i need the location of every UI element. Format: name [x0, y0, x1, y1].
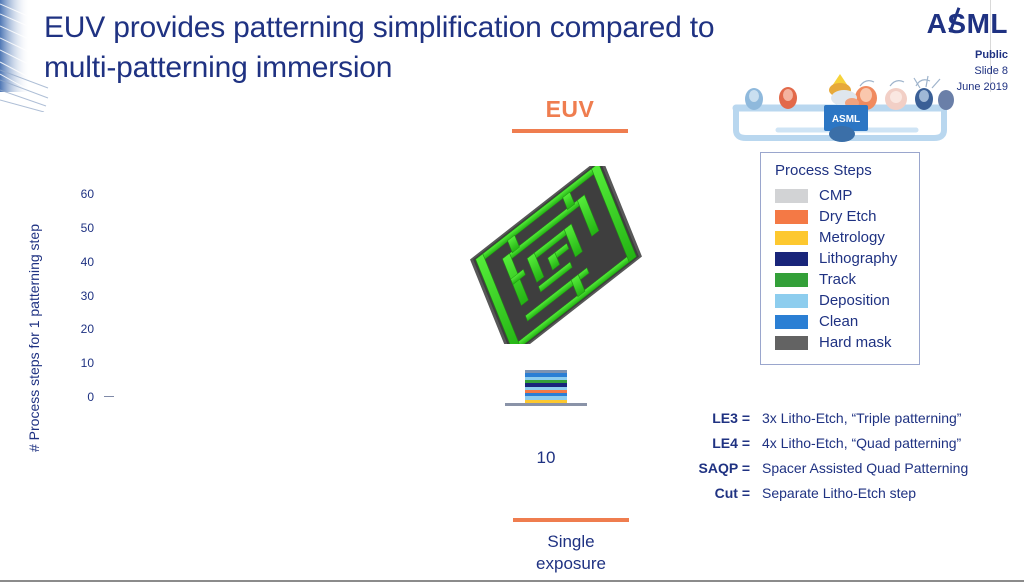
legend-swatch-icon — [775, 209, 808, 224]
category-underline — [513, 518, 629, 522]
legend-item-label: Deposition — [819, 292, 890, 309]
abbreviation-row: LE4 = 4x Litho-Etch, “Quad patterning” — [672, 435, 1020, 451]
bar-baseline — [505, 403, 587, 406]
bar-segment — [525, 389, 567, 394]
legend-item: Metrology — [775, 228, 909, 247]
y-axis-title: # Process steps for 1 patterning step — [26, 224, 42, 453]
column-heading-euv: EUV — [505, 96, 635, 133]
y-axis-tick-label: 20 — [80, 322, 94, 337]
legend-item-label: CMP — [819, 187, 853, 204]
asml-logo-text: ASML — [926, 8, 1008, 39]
legend-swatch-icon — [775, 293, 808, 308]
title-line-2: multi-patterning immersion — [44, 50, 393, 84]
bar-segment — [525, 396, 567, 400]
category-label: Single exposure — [503, 531, 639, 575]
corner-rays-decoration — [0, 0, 52, 112]
y-axis-tick-label: 30 — [80, 288, 94, 303]
maze-illustration — [442, 156, 670, 360]
title-line-1: EUV provides patterning simplification c… — [44, 11, 715, 44]
bar-value-label: 10 — [536, 448, 556, 467]
y-axis-tick-label: 50 — [80, 220, 94, 235]
legend-item: Deposition — [775, 291, 909, 310]
legend-item-label: Track — [819, 271, 856, 288]
bar-segment — [525, 393, 567, 397]
legend-swatch-icon — [775, 335, 808, 350]
bar-segment — [525, 383, 567, 387]
slide-metadata: Public Slide 8 June 2019 — [868, 48, 1008, 96]
legend-item-label: Clean — [819, 313, 859, 330]
category-line-1: Single — [547, 532, 595, 551]
abbreviation-key: LE4 = — [712, 435, 750, 451]
y-axis-tick-label: 40 — [80, 254, 94, 269]
category-line-2: exposure — [536, 554, 606, 574]
abbreviation-value: Separate Litho-Etch step — [762, 485, 917, 501]
abbreviation-row: Cut = Separate Litho-Etch step — [672, 485, 1020, 501]
svg-text:ASML: ASML — [832, 114, 860, 125]
y-axis-zero-tick-mark — [104, 396, 114, 397]
header-divider — [990, 0, 991, 92]
bar-segment — [525, 376, 567, 380]
bar-segment — [525, 399, 567, 403]
legend-item: Clean — [775, 312, 909, 331]
euv-heading-underline — [512, 129, 628, 133]
legend-title: Process Steps — [775, 162, 872, 179]
abbreviation-key: LE3 = — [712, 410, 750, 426]
legend-item: Dry Etch — [775, 207, 909, 226]
abbreviation-legend: LE3 =3x Litho-Etch, “Triple patterning”L… — [672, 410, 1020, 510]
asml-logo: ASML — [926, 7, 1008, 39]
slide-date-label: June 2019 — [956, 80, 1008, 93]
legend-swatch-icon — [775, 188, 808, 203]
legend-item: Lithography — [775, 249, 909, 268]
abbreviation-row: SAQP = Spacer Assisted Quad Patterning — [672, 460, 1020, 476]
classification-label: Public — [974, 49, 1008, 61]
legend-item-label: Dry Etch — [819, 208, 877, 225]
legend-item-label: Hard mask — [819, 334, 892, 351]
bar-segment — [525, 370, 567, 374]
abbreviation-key: Cut = — [714, 485, 750, 501]
process-flow-graphic: ASML — [726, 72, 954, 144]
brand-block: ASML Public Slide 8 June 2019 — [868, 7, 1008, 96]
legend-item-label: Lithography — [819, 250, 898, 267]
abbreviation-value: Spacer Assisted Quad Patterning — [762, 460, 969, 476]
legend-item: Track — [775, 270, 909, 289]
page-title: EUV provides patterning simplification c… — [44, 8, 864, 88]
abbreviation-row: LE3 = 3x Litho-Etch, “Triple patterning” — [672, 410, 1020, 426]
abbreviation-key: SAQP = — [698, 460, 751, 476]
abbreviation-value: 4x Litho-Etch, “Quad patterning” — [762, 435, 962, 451]
legend-swatch-icon — [775, 230, 808, 245]
y-axis-tick-label: 60 — [80, 187, 94, 201]
y-axis-tick-label: 0 — [87, 390, 94, 404]
legend-swatch-icon — [775, 272, 808, 287]
y-axis-tick-label: 10 — [80, 356, 94, 371]
legend-item: CMP — [775, 186, 909, 205]
stacked-bar-single-exposure — [525, 370, 567, 403]
slide-number-label: Slide 8 — [974, 64, 1008, 77]
abbreviation-value: 3x Litho-Etch, “Triple patterning” — [762, 410, 962, 426]
euv-heading-label: EUV — [545, 96, 595, 122]
bar-segment — [525, 379, 567, 384]
legend-swatch-icon — [775, 251, 808, 266]
bar-segment — [525, 386, 567, 390]
legend-swatch-icon — [775, 314, 808, 329]
legend-item: Hard mask — [775, 333, 909, 352]
legend-item-label: Metrology — [819, 229, 885, 246]
bar-segment — [525, 373, 567, 377]
